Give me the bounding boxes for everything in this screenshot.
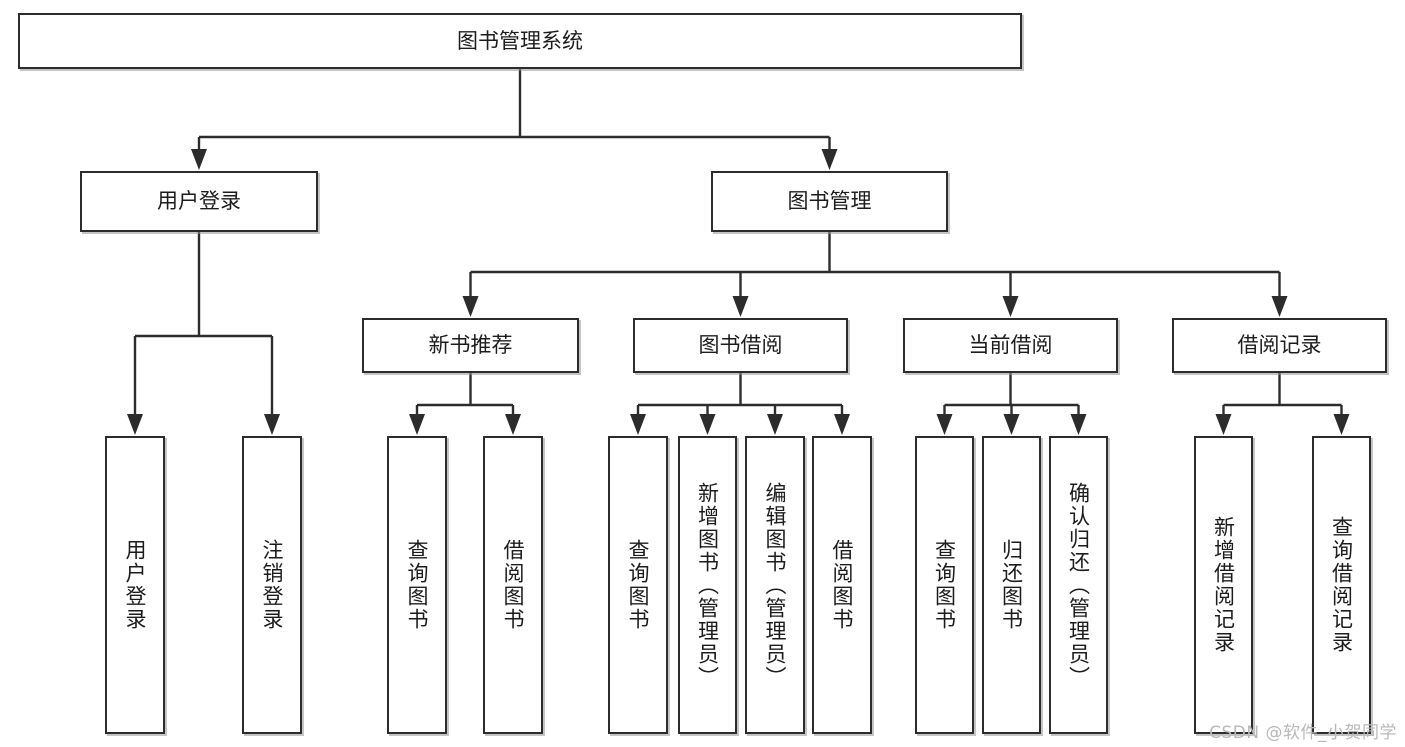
node-label: 用户登录 [157, 189, 241, 214]
arrow-head-current-borrow [1002, 296, 1019, 317]
node-label: 图书管理系统 [457, 28, 583, 53]
node-label: 查询图书 [932, 539, 957, 631]
node-leaf-add-record[interactable]: 新增借阅记录 [1194, 436, 1253, 734]
node-leaf-logout[interactable]: 注销登录 [242, 436, 302, 734]
node-leaf-user-login[interactable]: 用户登录 [105, 436, 165, 734]
arrow-head-leaf-query-record [1333, 414, 1350, 435]
node-leaf-edit-book[interactable]: 编辑图书（管理员） [745, 436, 805, 734]
node-leaf-borrow-book-1[interactable]: 借阅图书 [483, 436, 543, 734]
node-label: 借阅图书 [501, 539, 526, 631]
node-leaf-query-record[interactable]: 查询借阅记录 [1312, 436, 1371, 734]
node-label: 归还图书 [999, 539, 1024, 631]
node-label: 借阅记录 [1237, 333, 1322, 358]
node-label: 查询借阅记录 [1329, 516, 1354, 654]
arrow-head-leaf-query-book-3 [936, 414, 953, 435]
node-root[interactable]: 图书管理系统 [18, 13, 1022, 69]
node-label: 图书管理 [787, 189, 872, 214]
arrow-head-leaf-return-book [1003, 414, 1020, 435]
node-current-borrow[interactable]: 当前借阅 [903, 318, 1118, 373]
node-label: 图书借阅 [698, 333, 783, 358]
node-leaf-confirm-return[interactable]: 确认归还（管理员） [1049, 436, 1108, 734]
node-label: 用户登录 [123, 539, 148, 631]
node-leaf-borrow-book-2[interactable]: 借阅图书 [812, 436, 872, 734]
node-label: 新增图书（管理员） [695, 481, 720, 689]
node-leaf-query-book-1[interactable]: 查询图书 [387, 436, 447, 734]
node-label: 查询图书 [626, 539, 651, 631]
arrow-head-leaf-query-book-1 [409, 414, 425, 435]
arrow-head-leaf-add-record [1215, 414, 1232, 435]
node-book-manage[interactable]: 图书管理 [711, 171, 948, 232]
node-user-login[interactable]: 用户登录 [80, 171, 318, 232]
arrow-head-book-manage [821, 149, 838, 170]
node-label: 查询图书 [405, 539, 430, 631]
node-label: 确认归还（管理员） [1066, 481, 1091, 689]
node-label: 当前借阅 [968, 333, 1053, 358]
node-label: 新增借阅记录 [1211, 516, 1236, 654]
arrow-head-leaf-user-login [127, 414, 143, 435]
arrow-head-leaf-logout [264, 414, 280, 435]
arrow-head-leaf-borrow-book-1 [505, 414, 521, 435]
arrow-head-leaf-query-book-2 [630, 414, 646, 435]
node-leaf-add-book[interactable]: 新增图书（管理员） [678, 436, 737, 734]
node-leaf-query-book-3[interactable]: 查询图书 [915, 436, 974, 734]
node-leaf-return-book[interactable]: 归还图书 [982, 436, 1041, 734]
node-label: 编辑图书（管理员） [763, 481, 788, 689]
arrow-head-leaf-confirm-return [1070, 414, 1087, 435]
node-book-borrow[interactable]: 图书借阅 [633, 318, 848, 373]
node-label: 注销登录 [260, 539, 285, 631]
arrow-head-leaf-edit-book [767, 414, 783, 435]
arrow-head-user-login [191, 149, 207, 170]
node-borrow-record[interactable]: 借阅记录 [1172, 318, 1387, 373]
node-label: 新书推荐 [428, 333, 513, 358]
arrow-head-new-book-recommend [462, 296, 479, 317]
arrow-head-leaf-add-book [699, 414, 716, 435]
watermark: CSDN @软件_小贺同学 [1209, 723, 1397, 743]
arrow-head-leaf-borrow-book-2 [834, 414, 850, 435]
node-leaf-query-book-2[interactable]: 查询图书 [608, 436, 668, 734]
arrow-head-book-borrow [732, 296, 749, 317]
node-new-book-recommend[interactable]: 新书推荐 [362, 318, 579, 373]
arrow-head-borrow-record [1271, 296, 1288, 317]
node-label: 借阅图书 [830, 539, 855, 631]
